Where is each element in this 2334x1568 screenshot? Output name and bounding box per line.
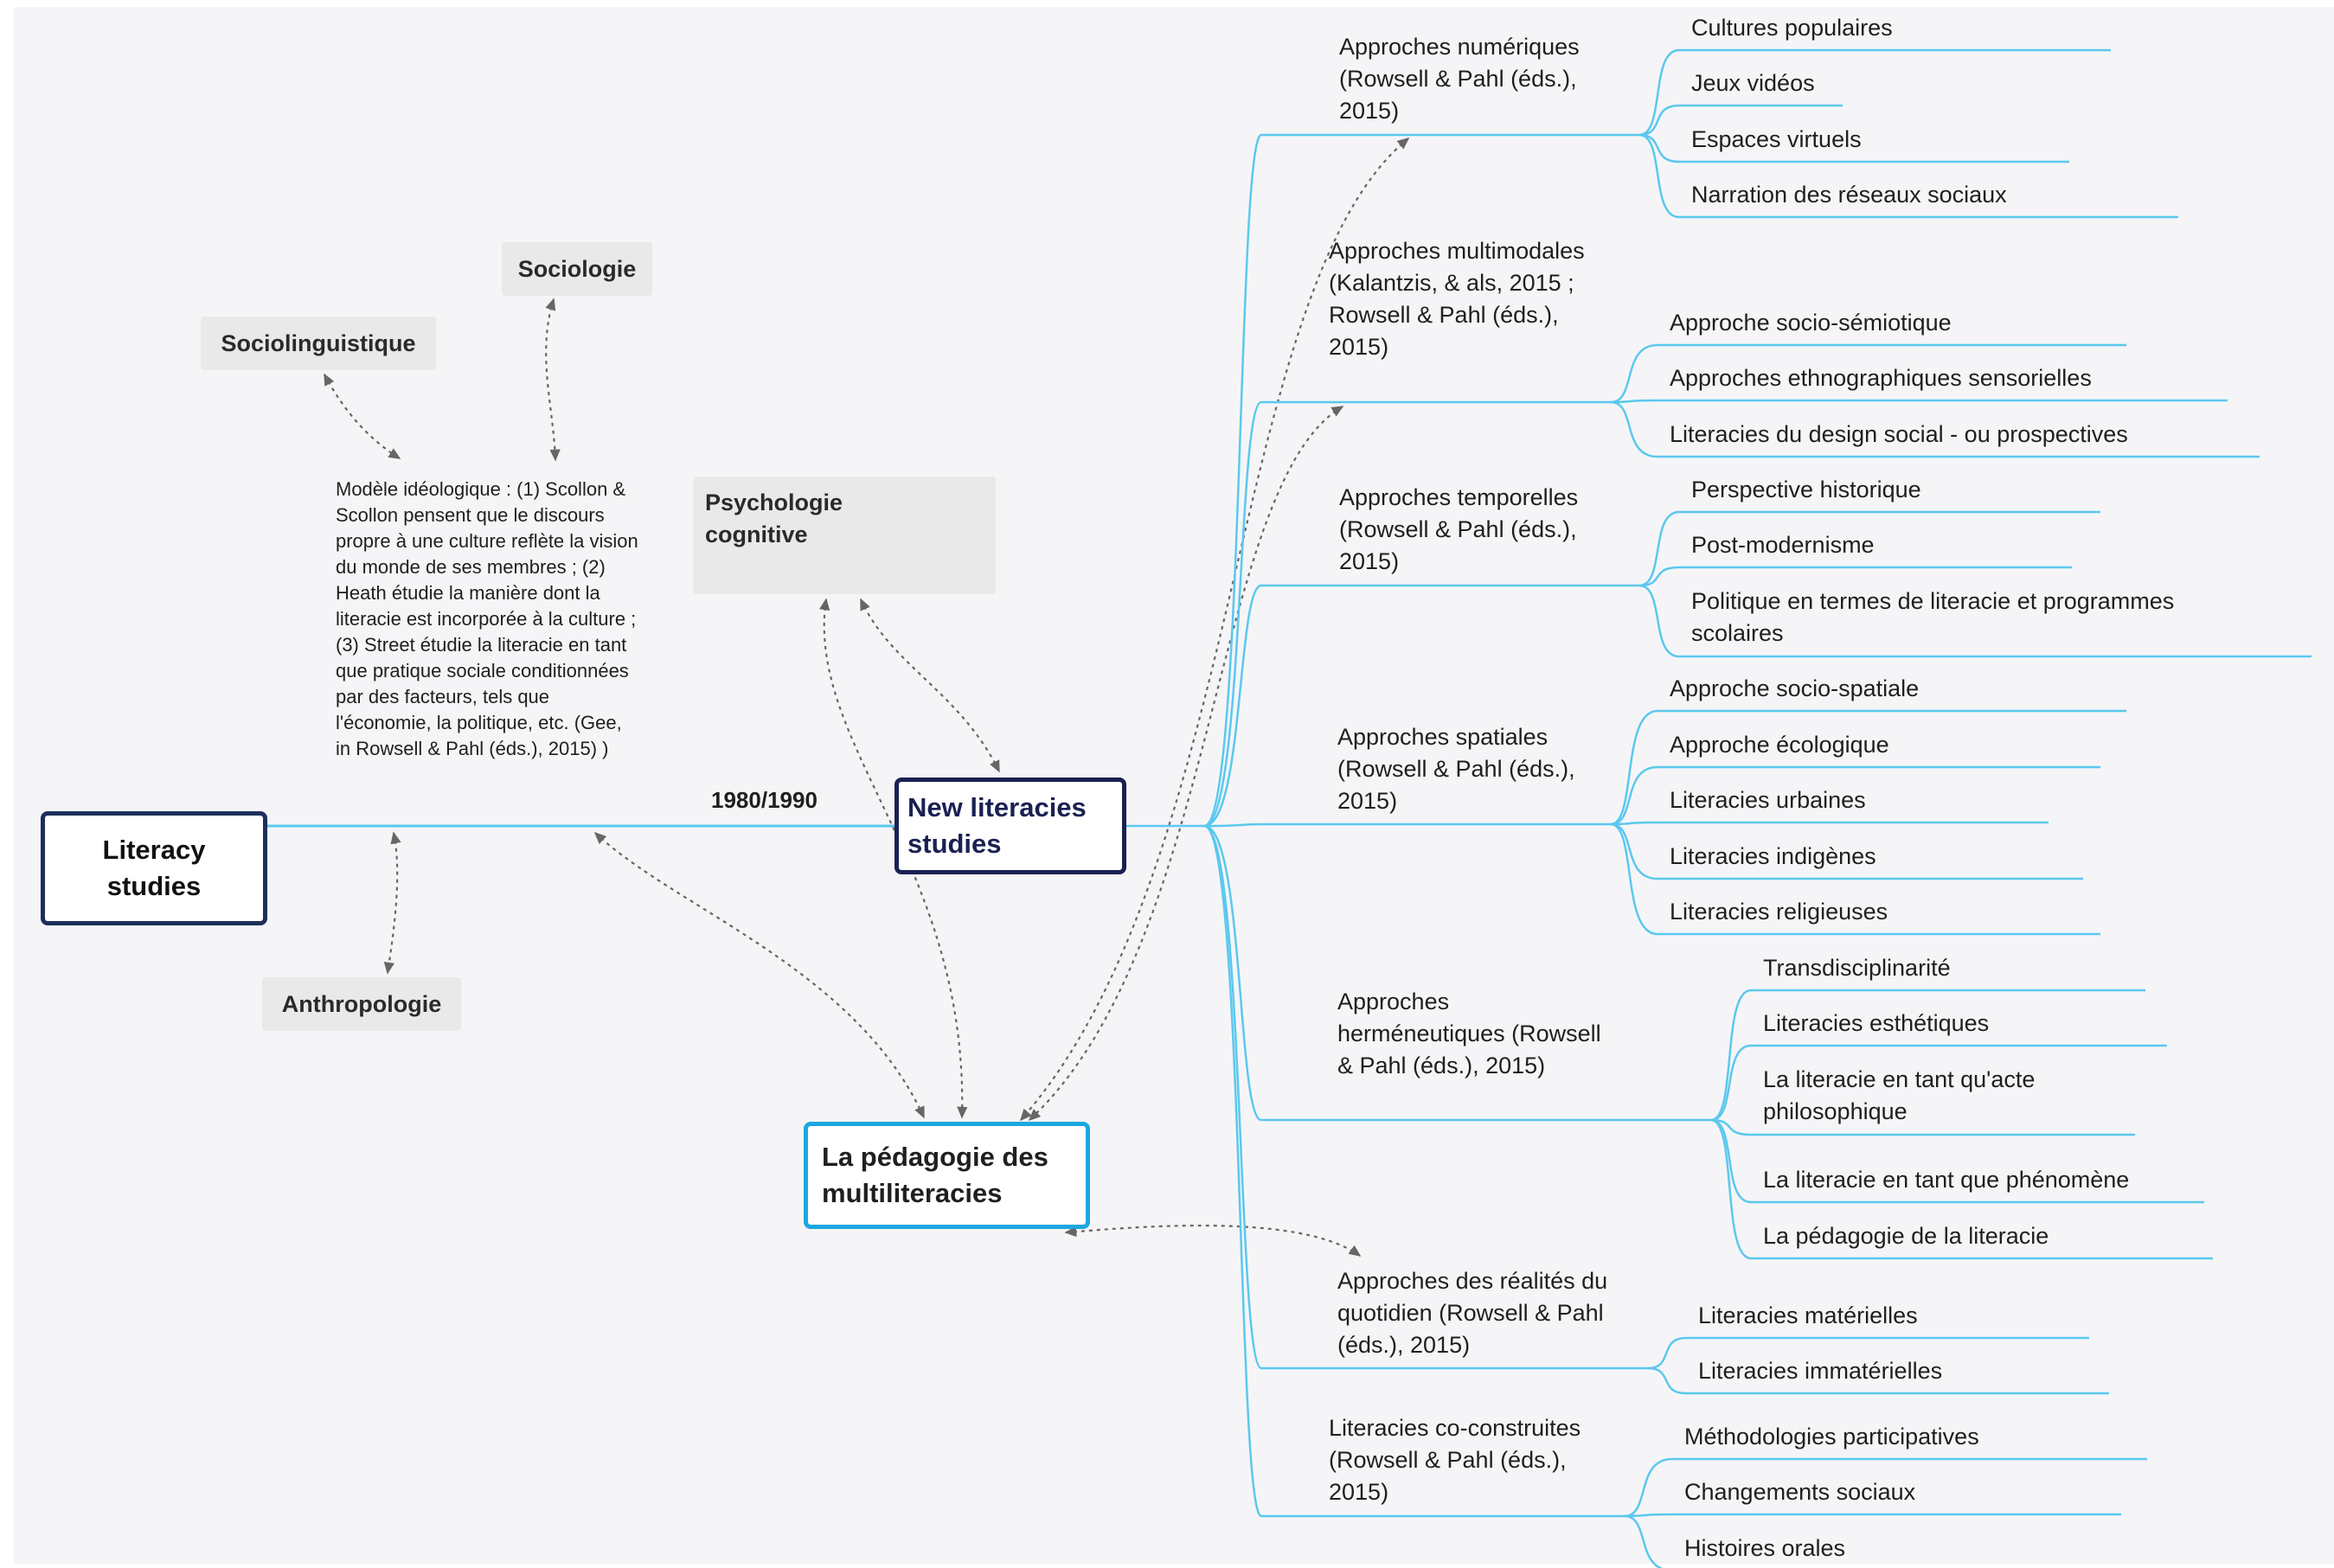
floating-topic-sociologie[interactable]: Sociologie — [502, 242, 652, 296]
branch-connector-6 — [1203, 824, 1263, 1518]
leaf-topic[interactable]: La literacie en tant que phénomène — [1763, 1167, 2130, 1193]
canvas-top-edge — [0, 0, 2334, 7]
leaf-connector-3-1 — [1610, 765, 1658, 826]
leaf-connector-0-3 — [1638, 133, 1680, 219]
leaf-topic[interactable]: Literacies matérielles — [1698, 1302, 1918, 1328]
psychologie-label: Psychologie cognitive — [705, 490, 843, 547]
leaf-topic[interactable]: Perspective historique — [1691, 477, 1921, 502]
branch-connector-1 — [1203, 400, 1262, 828]
leaf-topic[interactable]: Narration des réseaux sociaux — [1691, 182, 2007, 208]
leaf-topic[interactable]: Approche socio-sémiotique — [1670, 310, 1952, 336]
leaf-topic[interactable]: Approches ethnographiques sensorielles — [1670, 365, 2092, 391]
relation-sociologie[interactable] — [545, 298, 561, 462]
leaf-connector-2-1 — [1638, 566, 1680, 587]
leaf-connector-1-2 — [1610, 400, 1658, 458]
branch-connector-4 — [1203, 824, 1262, 1122]
leaf-topic[interactable]: Méthodologies participatives — [1684, 1424, 1979, 1450]
leaf-topic[interactable]: Histoires orales — [1684, 1535, 1846, 1561]
leaf-topic[interactable]: Approche socio-spatiale — [1670, 675, 1920, 701]
relation-model-pedagogy[interactable] — [593, 831, 926, 1119]
era-label: 1980/1990 — [711, 787, 818, 813]
relation-quotidien-pedagogy[interactable] — [1064, 1224, 1362, 1257]
branch-topic-5[interactable]: Approches des réalités du quotidien (Row… — [1337, 1268, 1608, 1358]
central-topic-label: Literacy studies — [102, 835, 206, 901]
leaf-connector-4-1 — [1710, 1044, 1752, 1122]
leaf-topic[interactable]: Changements sociaux — [1684, 1479, 1916, 1505]
branch-connector-0 — [1203, 133, 1263, 828]
leaf-topic[interactable]: Jeux vidéos — [1691, 70, 1815, 96]
leaf-topic[interactable]: Cultures populaires — [1691, 15, 1893, 41]
anthropologie-label: Anthropologie — [281, 990, 442, 1017]
branch-topic-4[interactable]: Approches herméneutiques (Rowsell & Pahl… — [1337, 989, 1601, 1078]
canvas-bottom-edge — [0, 1564, 2334, 1568]
topic-new-literacies-studies[interactable]: New literacies studies — [894, 778, 1126, 874]
leaf-connector-0-1 — [1638, 104, 1680, 137]
leaf-connector-3-2 — [1610, 821, 1658, 826]
leaf-connector-6-1 — [1624, 1513, 1673, 1518]
central-topic-literacy-studies[interactable]: Literacy studies — [41, 811, 267, 925]
leaf-connector-5-1 — [1647, 1366, 1687, 1395]
leaf-connector-3-3 — [1610, 822, 1658, 880]
leaf-topic[interactable]: Literacies urbaines — [1670, 787, 1866, 813]
leaf-topic[interactable]: Literacies indigènes — [1670, 843, 1876, 869]
floating-topic-anthropologie[interactable]: Anthropologie — [262, 977, 461, 1031]
branch-connector-3 — [1203, 822, 1262, 828]
pedagogy-label: La pédagogie des multiliteracies — [822, 1142, 1048, 1208]
branch-topic-6[interactable]: Literacies co-construites (Rowsell & Pah… — [1329, 1415, 1581, 1505]
leaf-topic[interactable]: Post-modernisme — [1691, 532, 1875, 558]
leaf-connector-4-4 — [1710, 1118, 1752, 1260]
branch-connector-5 — [1203, 824, 1263, 1370]
leaf-connector-4-2 — [1710, 1118, 1752, 1136]
leaf-connector-2-2 — [1638, 584, 1680, 658]
floating-topic-psychologie-cognitive[interactable]: Psychologie cognitive — [693, 477, 996, 594]
branch-topic-2[interactable]: Approches temporelles (Rowsell & Pahl (é… — [1339, 484, 1579, 574]
branch-topic-3[interactable]: Approches spatiales (Rowsell & Pahl (éds… — [1337, 724, 1575, 814]
relation-anthropologie[interactable] — [383, 831, 401, 975]
sociologie-label: Sociologie — [517, 255, 637, 282]
leaf-connector-1-1 — [1610, 399, 1658, 404]
sociolinguistique-label: Sociolinguistique — [221, 330, 416, 356]
leaf-topic[interactable]: Transdisciplinarité — [1763, 955, 1951, 981]
leaf-topic[interactable]: Approche écologique — [1670, 732, 1889, 758]
leaf-connector-5-0 — [1647, 1336, 1687, 1370]
leaf-topic[interactable]: Politique en termes de literacie et prog… — [1691, 588, 2175, 646]
leaf-connector-4-0 — [1710, 989, 1752, 1122]
leaf-connector-3-0 — [1610, 709, 1658, 826]
ideological-model-note[interactable]: Modèle idéologique : (1) Scollon & Scoll… — [336, 478, 638, 759]
leaf-connector-1-0 — [1610, 343, 1658, 404]
canvas-left-edge — [0, 0, 14, 1568]
leaf-connector-4-3 — [1710, 1118, 1752, 1204]
leaf-topic[interactable]: La literacie en tant qu'acte philosophiq… — [1763, 1066, 2036, 1124]
leaf-topic[interactable]: Literacies religieuses — [1670, 899, 1888, 925]
leaf-topic[interactable]: La pédagogie de la literacie — [1763, 1223, 2049, 1249]
leaf-topic[interactable]: Espaces virtuels — [1691, 126, 1862, 152]
branch-topic-1[interactable]: Approches multimodales (Kalantzis, & als… — [1329, 238, 1585, 360]
floating-topic-sociolinguistique[interactable]: Sociolinguistique — [201, 317, 436, 370]
leaf-topic[interactable]: Literacies du design social - ou prospec… — [1670, 421, 2128, 447]
new-literacies-label: New literacies studies — [907, 792, 1087, 859]
relation-sociolinguistique[interactable] — [324, 373, 401, 459]
leaf-connector-6-0 — [1624, 1457, 1673, 1518]
leaf-topic[interactable]: Literacies esthétiques — [1763, 1010, 1990, 1036]
relation-psychologie-nls[interactable] — [859, 598, 1000, 773]
leaf-connector-2-0 — [1638, 510, 1680, 587]
leaf-connector-0-0 — [1638, 48, 1680, 137]
relation-multimodales-pedagogy[interactable] — [1028, 406, 1344, 1122]
leaf-connector-0-2 — [1638, 133, 1680, 163]
branch-topic-0[interactable]: Approches numériques (Rowsell & Pahl (éd… — [1339, 34, 1580, 124]
topic-pedagogie-multiliteracies[interactable]: La pédagogie des multiliteracies — [804, 1122, 1090, 1229]
branch-connector-2 — [1203, 584, 1262, 828]
leaf-connector-6-2 — [1624, 1514, 1664, 1568]
leaf-topic[interactable]: Literacies immatérielles — [1698, 1358, 1943, 1384]
leaf-connector-3-4 — [1610, 822, 1658, 936]
